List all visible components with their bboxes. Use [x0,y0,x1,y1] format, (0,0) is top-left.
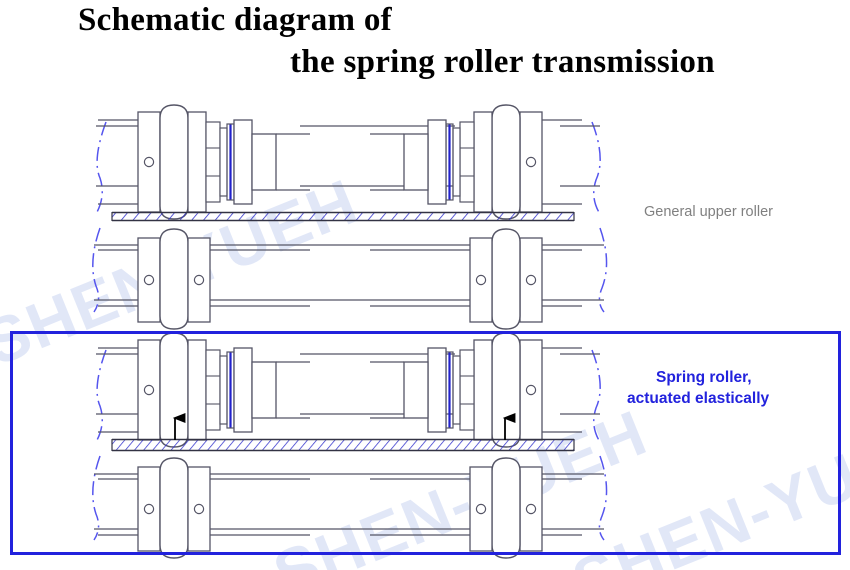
hatched-plate-general [111,211,575,222]
break-line-lower-right [598,227,608,313]
label-spring-roller: Spring roller, actuated elastically [627,367,769,409]
break-line-upper-right [591,121,601,215]
label-spring-line-2: actuated elastically [627,390,770,407]
break-line-spring-upper-right [591,349,601,443]
label-spring-line-1: Spring roller, [656,369,752,386]
upper-roller-right [368,103,584,221]
hatched-plate-spring [111,438,575,452]
lower-roller-left [97,228,311,330]
panel-general-upper-roller [92,103,608,330]
break-line-upper-left [95,121,107,215]
label-general-upper-roller: General upper roller [644,204,773,220]
lower-roller-right [369,228,583,330]
panel-spring-roller [92,331,608,559]
break-line-lower-left [92,227,101,313]
upper-roller-left [96,103,312,221]
spring-roller-panel-frame [10,331,841,555]
break-line-spring-lower-right [598,455,608,541]
break-line-spring-lower-left [92,455,101,541]
